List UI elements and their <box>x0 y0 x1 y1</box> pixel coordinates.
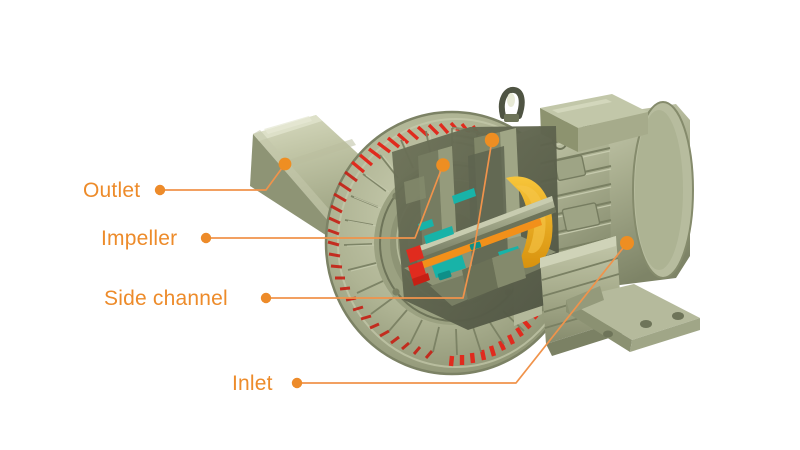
leader-side-channel <box>266 139 493 299</box>
dot-impeller <box>200 232 212 244</box>
callout-label-outlet: Outlet <box>83 179 141 202</box>
callout-dots-machine-side <box>278 132 634 250</box>
terminal-box <box>540 94 648 152</box>
callout-label-impeller: Impeller <box>101 227 178 250</box>
callout-leaders <box>160 139 628 384</box>
dot-outlet <box>154 184 166 196</box>
anchor-impeller <box>436 158 450 172</box>
callout-label-inlet: Inlet <box>232 372 273 395</box>
lifting-eye <box>498 87 525 122</box>
anchor-inlet <box>620 236 634 250</box>
cutaway-interior <box>392 126 560 330</box>
dot-inlet <box>291 377 303 389</box>
leader-inlet <box>297 242 628 384</box>
anchor-outlet <box>278 157 292 171</box>
dot-side-channel <box>260 292 272 304</box>
callout-label-side-channel: Side channel <box>104 287 228 310</box>
motor-shaft <box>406 196 556 286</box>
leader-impeller <box>206 164 444 239</box>
anchor-side-channel <box>484 132 500 148</box>
leader-outlet <box>160 163 286 191</box>
callout-dots-label-side <box>154 184 303 389</box>
